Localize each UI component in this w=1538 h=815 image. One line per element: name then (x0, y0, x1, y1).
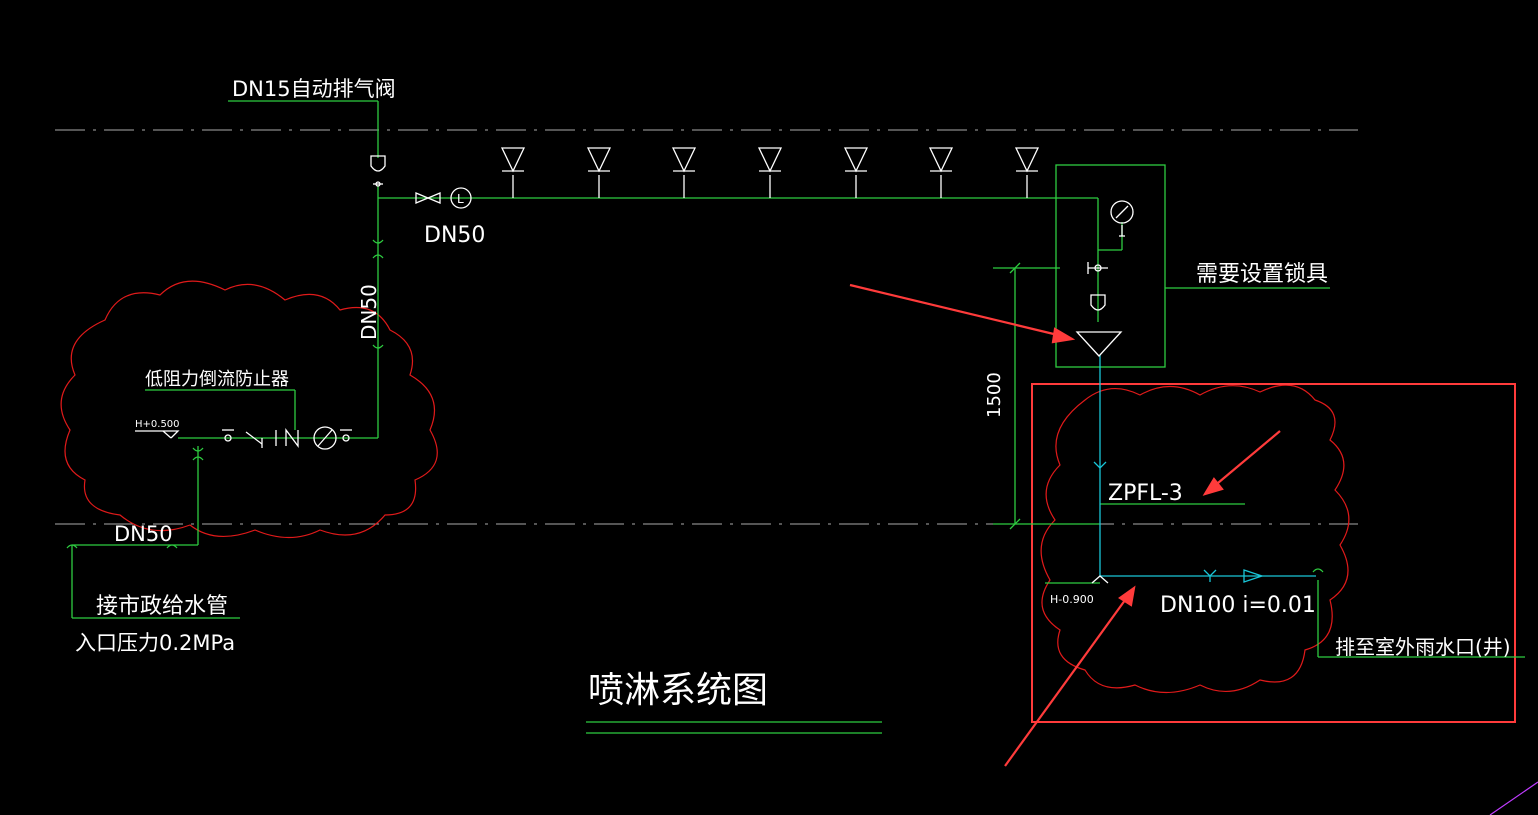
label-air-valve: DN15自动排气阀 (232, 77, 396, 101)
backflow-preventer-icon (275, 428, 299, 448)
label-lock: 需要设置锁具 (1196, 262, 1328, 287)
label-elevation-minus: H-0.900 (1050, 593, 1094, 606)
highlight-rectangle (1031, 383, 1516, 723)
sprinkler-5-icon (843, 147, 869, 198)
label-inlet-1: 接市政给水管 (96, 594, 228, 619)
pipe-offset-7 (66, 544, 78, 549)
flow-meter-icon: L (450, 187, 472, 209)
label-dn50-vertical: DN50 (357, 284, 381, 340)
inlet-valve-1-icon (222, 429, 234, 442)
label-zpfl: ZPFL-3 (1108, 481, 1183, 506)
elevation-mark-plus-icon (135, 430, 180, 439)
test-valve-icon (1087, 262, 1108, 274)
pipe-outlet-end (1312, 568, 1324, 573)
label-drain-pipe: DN100 i=0.01 (1160, 593, 1316, 618)
sprinkler-4-icon (757, 147, 783, 198)
flow-direction-arrow (1243, 569, 1265, 583)
diagram-title: 喷淋系统图 (588, 670, 768, 711)
sprinkler-1-icon (500, 147, 526, 198)
sprinkler-7-icon (1014, 147, 1040, 198)
pressure-gauge-icon (1110, 200, 1134, 237)
pipe-offset-4 (192, 447, 204, 452)
gate-valve-icon (415, 192, 441, 204)
label-inlet-2: 入口压力0.2MPa (75, 631, 235, 655)
air-valve-icon (370, 155, 386, 187)
label-elevation-plus: H+0.500 (135, 419, 180, 430)
svg-text:L: L (457, 192, 464, 206)
revision-cloud-right (1040, 384, 1350, 694)
label-height-1500: 1500 (984, 372, 1005, 418)
cyan-y-mark-1 (1093, 461, 1107, 469)
label-dn50-bottom: DN50 (114, 522, 173, 546)
lock-box (1055, 164, 1166, 368)
tundish-icon (1090, 294, 1106, 311)
dim-tick-bottom (1009, 518, 1021, 530)
elevation-mark-plus-line (162, 430, 172, 439)
annotation-arrow-1 (849, 283, 1076, 344)
elevation-mark-minus-icon (1091, 575, 1109, 584)
pipe-offset-2 (372, 254, 384, 259)
annotation-arrow-2 (1202, 430, 1281, 496)
sprinkler-heads (500, 147, 1040, 198)
label-dn50-top: DN50 (424, 223, 485, 248)
pipe-offset-5 (192, 456, 204, 461)
label-backflow: 低阻力倒流防止器 (145, 369, 289, 390)
pipe-offset-1 (372, 239, 384, 244)
label-outlet: 排至室外雨水口(井) (1335, 635, 1511, 659)
inlet-gauge-icon (313, 426, 337, 450)
zpfl-valve-icon (1075, 331, 1123, 357)
sprinkler-3-icon (671, 147, 697, 198)
revision-cloud-left (60, 280, 438, 539)
pipe-offset-6 (166, 544, 178, 549)
dim-tick-top (1009, 262, 1021, 274)
inlet-valve-2-icon (340, 429, 352, 442)
sprinkler-6-icon (928, 147, 954, 198)
corner-line (1489, 781, 1538, 815)
y-strainer-icon (245, 431, 263, 448)
cyan-y-mark-2 (1203, 569, 1217, 577)
pipe-offset-3 (372, 344, 384, 349)
sprinkler-2-icon (586, 147, 612, 198)
annotation-arrow-3 (1004, 585, 1136, 767)
